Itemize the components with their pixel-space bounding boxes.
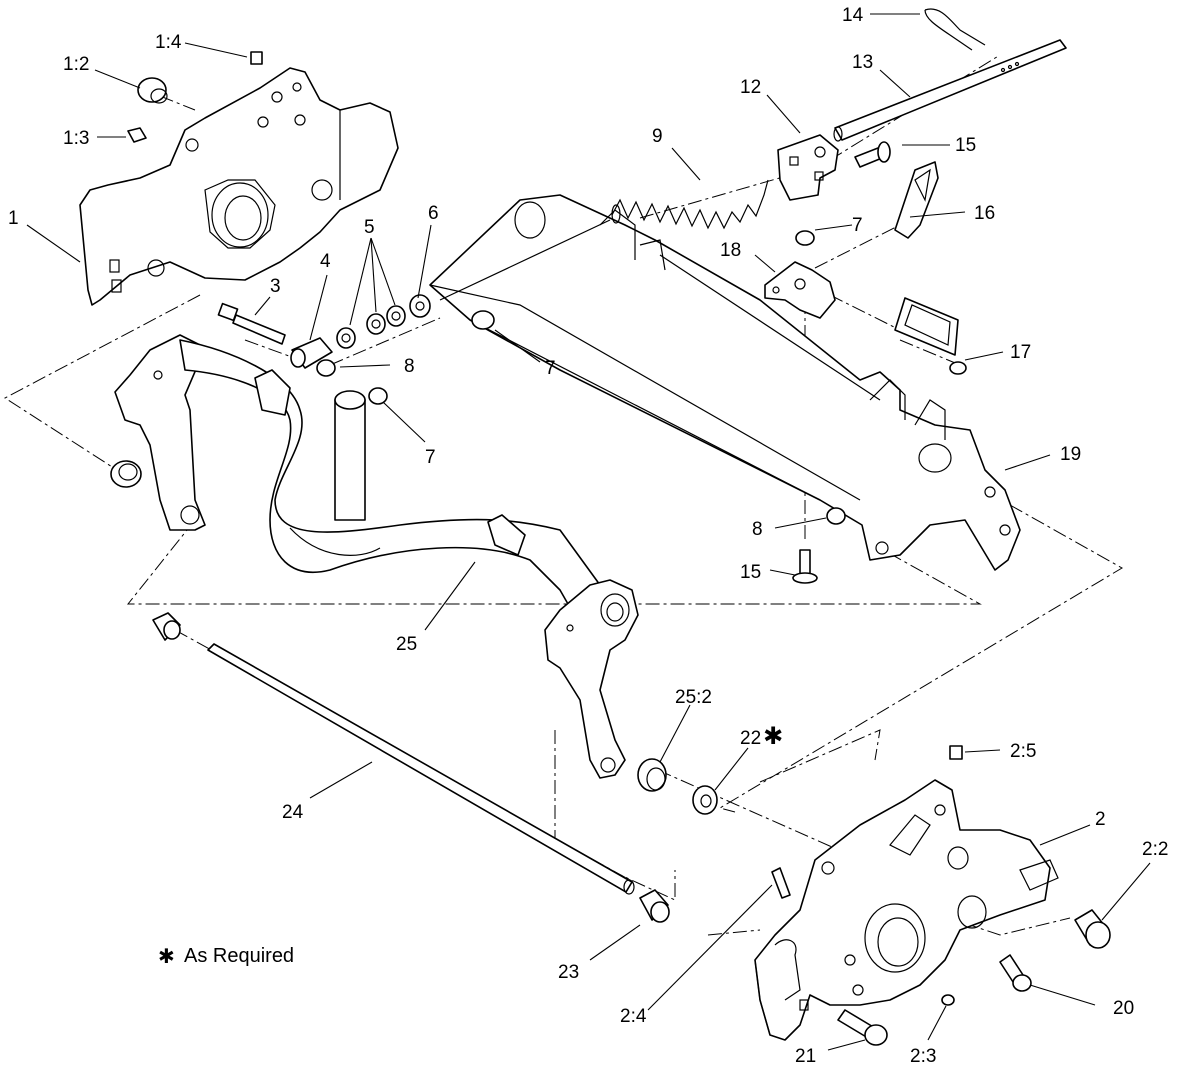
part-14-hairpin — [924, 8, 986, 51]
part-19-frame — [429, 194, 1021, 571]
part-24-rod — [207, 643, 635, 895]
label-20: 20 — [1113, 998, 1134, 1019]
part-3-bolt — [217, 302, 286, 345]
label-1-3: 1:3 — [63, 128, 89, 149]
label-15-top: 15 — [955, 135, 976, 156]
part-2-5-grease-fitting — [949, 745, 963, 760]
part-22-washer — [692, 785, 718, 815]
label-9: 9 — [652, 126, 663, 147]
part-2-3-nut — [941, 994, 955, 1006]
label-1: 1 — [8, 208, 19, 229]
part-5-washers — [336, 305, 406, 349]
part-1-side-plate — [79, 67, 399, 306]
part-18-bracket — [764, 261, 836, 319]
part-17-lock-pin — [894, 297, 967, 375]
label-3: 3 — [270, 276, 281, 297]
label-2-3: 2:3 — [910, 1046, 936, 1067]
note-asterisk: ✱ — [158, 946, 175, 968]
label-21: 21 — [795, 1046, 816, 1067]
label-2-4: 2:4 — [620, 1006, 647, 1027]
part-25-2-bushing — [637, 758, 667, 792]
as-required-note: ✱ As Required — [158, 945, 294, 968]
part-1-3-grease-fitting — [127, 127, 147, 143]
part-2-4-pin — [771, 867, 791, 899]
callout-labels: 14 13 1:4 1:2 1:3 12 9 15 16 7 18 1 6 5 … — [8, 5, 1168, 1067]
label-8-lower: 8 — [752, 519, 763, 540]
label-23: 23 — [558, 962, 579, 983]
label-6: 6 — [428, 203, 439, 224]
label-5: 5 — [364, 217, 375, 238]
part-9-spring — [611, 179, 769, 230]
part-7-nut-lower — [368, 387, 388, 405]
part-7-nut-top — [795, 230, 815, 246]
part-15-pin-lower — [792, 549, 818, 584]
label-12: 12 — [740, 77, 761, 98]
label-15-lower: 15 — [740, 562, 761, 583]
part-2-2-bushing — [1074, 909, 1111, 949]
label-25-2: 25:2 — [675, 687, 712, 708]
label-8-upper: 8 — [404, 356, 415, 377]
label-2: 2 — [1095, 809, 1106, 830]
label-1-4: 1:4 — [155, 32, 182, 53]
part-23-bushing — [639, 889, 670, 923]
label-1-2: 1:2 — [63, 54, 89, 75]
label-25: 25 — [396, 634, 417, 655]
label-7-lower: 7 — [425, 447, 436, 468]
label-14: 14 — [842, 5, 864, 26]
part-23-bushing-top — [152, 612, 181, 641]
part-16-clip — [894, 161, 939, 239]
label-7-middle: 7 — [545, 358, 556, 379]
as-required-mark: ✱ — [763, 723, 783, 750]
part-8-nut-lower — [826, 507, 846, 525]
part-21-bolt — [837, 1009, 888, 1046]
part-1-2-bushing — [137, 77, 168, 104]
label-17: 17 — [1010, 342, 1031, 363]
label-18: 18 — [720, 240, 741, 261]
leader-lines — [26, 13, 1151, 1051]
part-4-spacer — [290, 337, 336, 377]
label-13: 13 — [852, 52, 873, 73]
label-4: 4 — [320, 251, 331, 272]
part-6-washer — [409, 294, 431, 318]
label-7-top: 7 — [852, 215, 863, 236]
note-text: As Required — [184, 945, 294, 967]
part-7-nut-middle — [471, 310, 495, 330]
label-16: 16 — [974, 203, 995, 224]
label-2-2: 2:2 — [1142, 839, 1168, 860]
part-bushing-left — [110, 460, 142, 488]
part-12-bracket — [777, 134, 839, 201]
part-13-rod — [833, 39, 1067, 142]
label-19: 19 — [1060, 444, 1081, 465]
part-15-pin-top — [854, 141, 891, 168]
label-2-5: 2:5 — [1010, 741, 1036, 762]
part-2-side-plate — [754, 779, 1059, 1041]
part-25-pedal-shaft — [114, 334, 639, 779]
label-22: 22✱ — [740, 723, 783, 750]
part-1-4-grease-fitting — [250, 51, 263, 65]
part-20-bolt — [999, 954, 1032, 992]
label-24: 24 — [282, 802, 304, 823]
